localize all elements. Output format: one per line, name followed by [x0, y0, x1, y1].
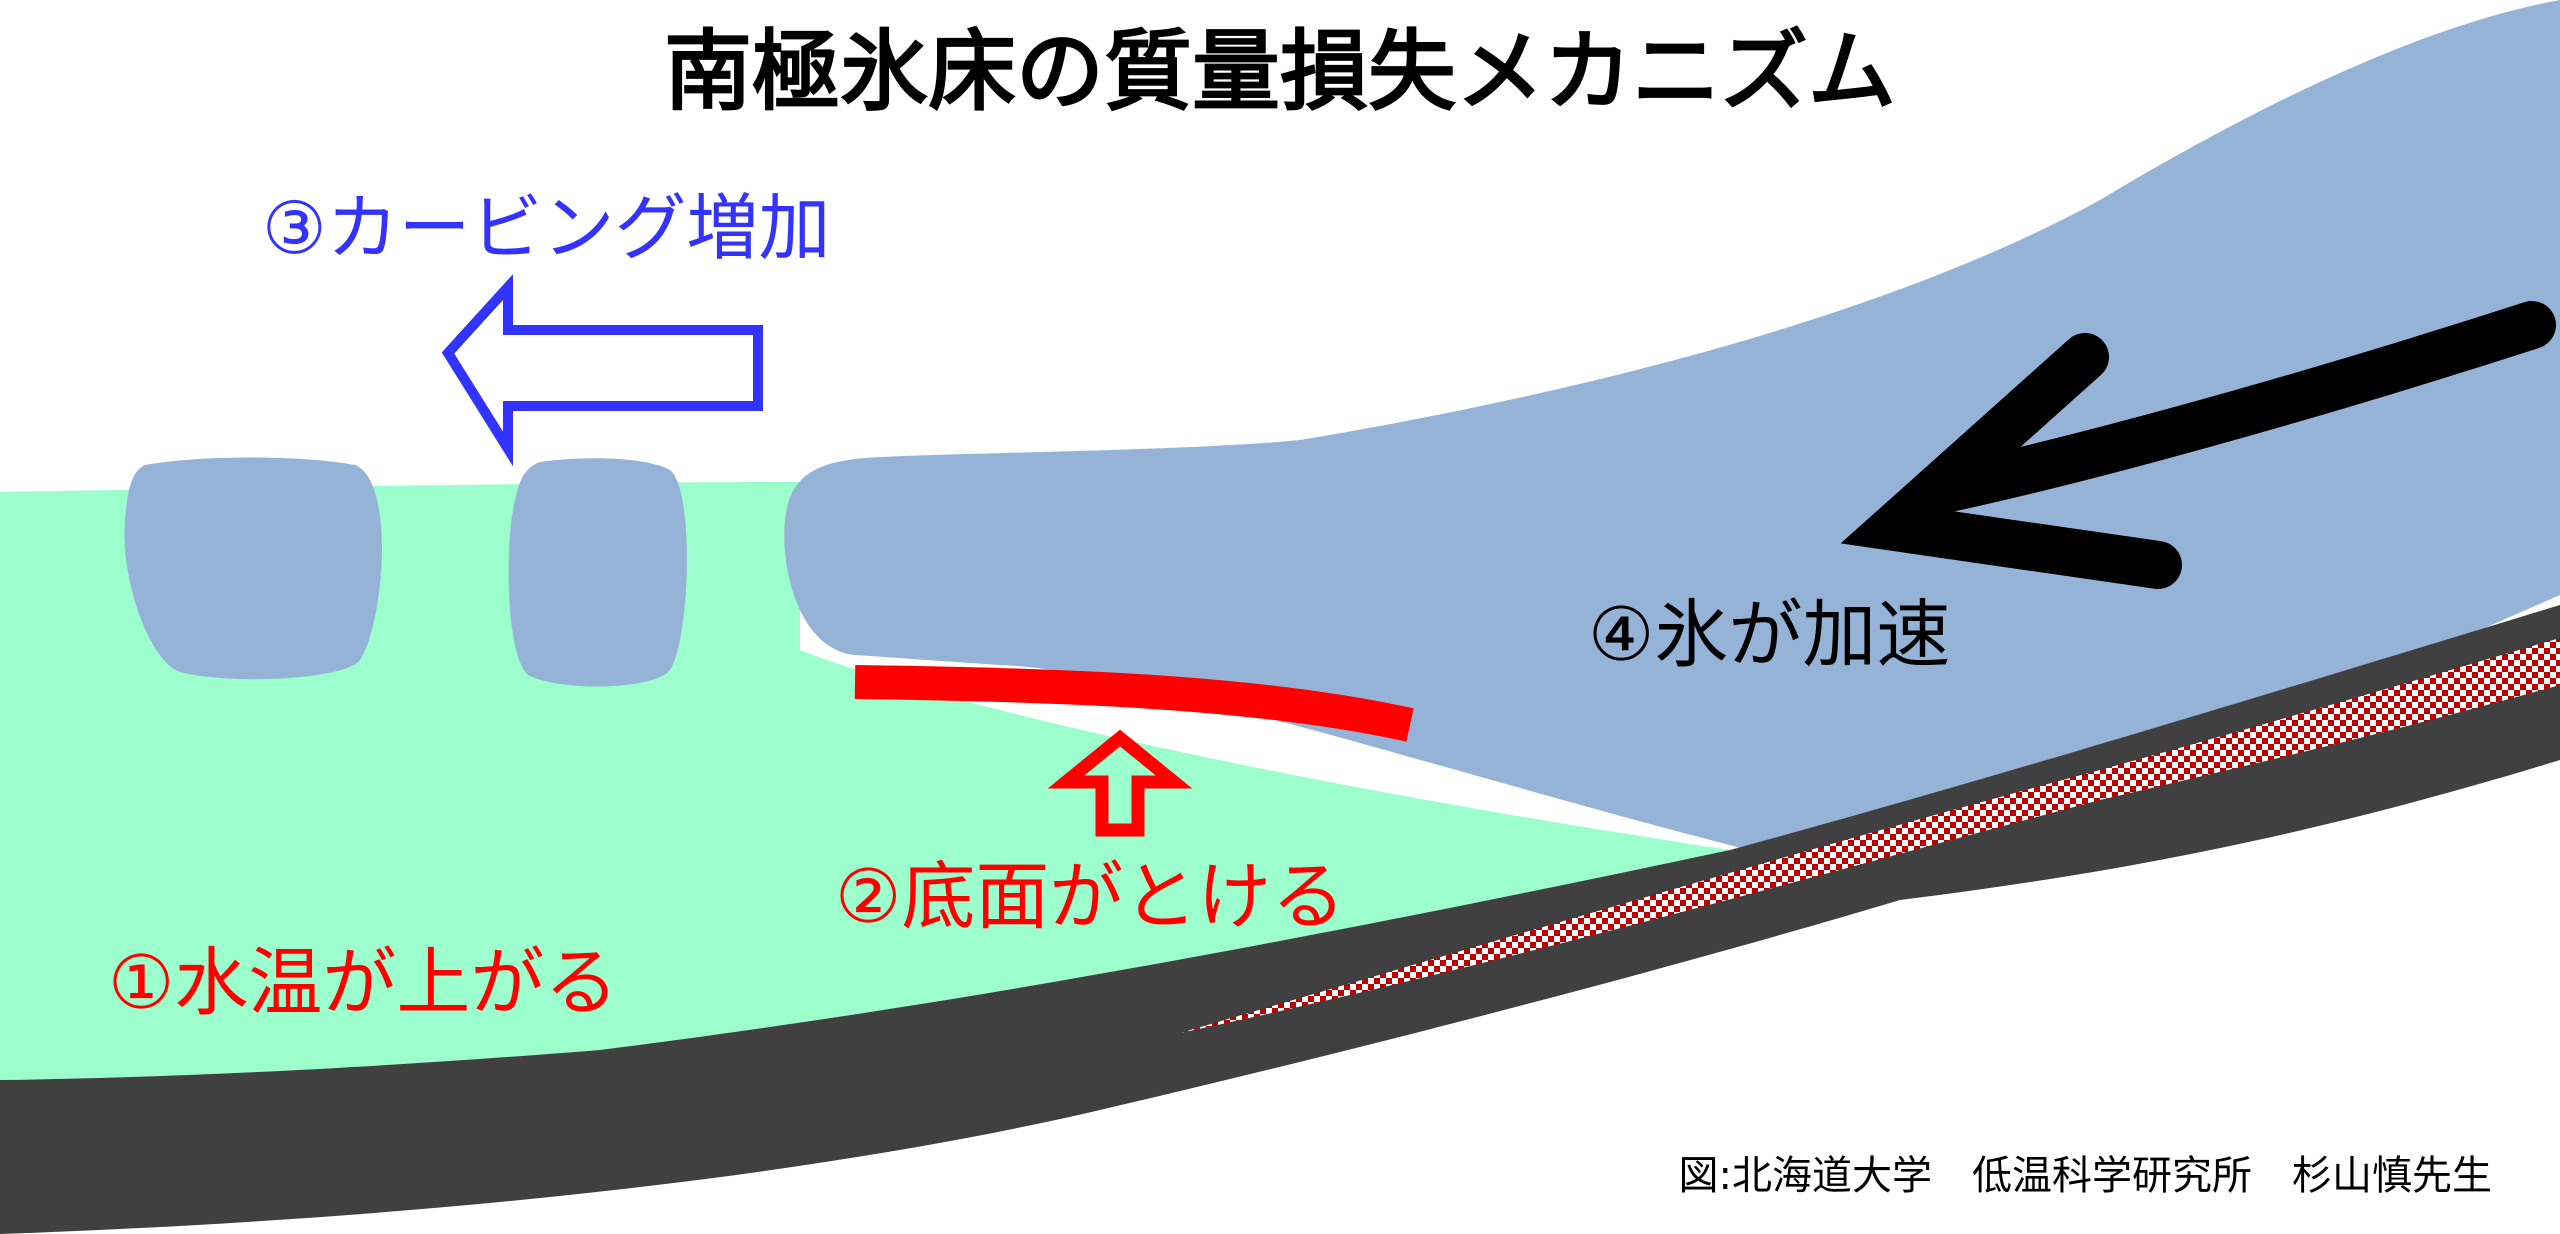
ice-acceleration-label: ④氷が加速 — [1588, 592, 1951, 678]
basal-melt-label: ②底面がとける — [835, 854, 1346, 940]
water-warming-label: ①水温が上がる — [108, 940, 619, 1026]
image-credit: 図:北海道大学 低温科学研究所 杉山慎先生 — [1678, 1153, 2492, 1199]
basal-melt-line — [854, 665, 1414, 742]
ice-flow-arrow-head — [1840, 333, 2182, 589]
diagram-title: 南極氷床の質量損失メカニズム — [663, 20, 1896, 123]
basal-melt-arrow — [1047, 729, 1193, 837]
ice-sheet — [784, 0, 2560, 860]
calving-arrow — [441, 274, 763, 467]
iceberg-middle — [508, 458, 687, 687]
iceberg-left — [124, 457, 382, 680]
ocean-water — [0, 482, 1730, 1080]
bedrock — [0, 605, 2560, 1234]
subglacial-sediment — [1180, 638, 2560, 1033]
ice-flow-arrow-shaft — [1916, 301, 2556, 514]
calving-increase-label: ③カービング増加 — [262, 186, 831, 270]
